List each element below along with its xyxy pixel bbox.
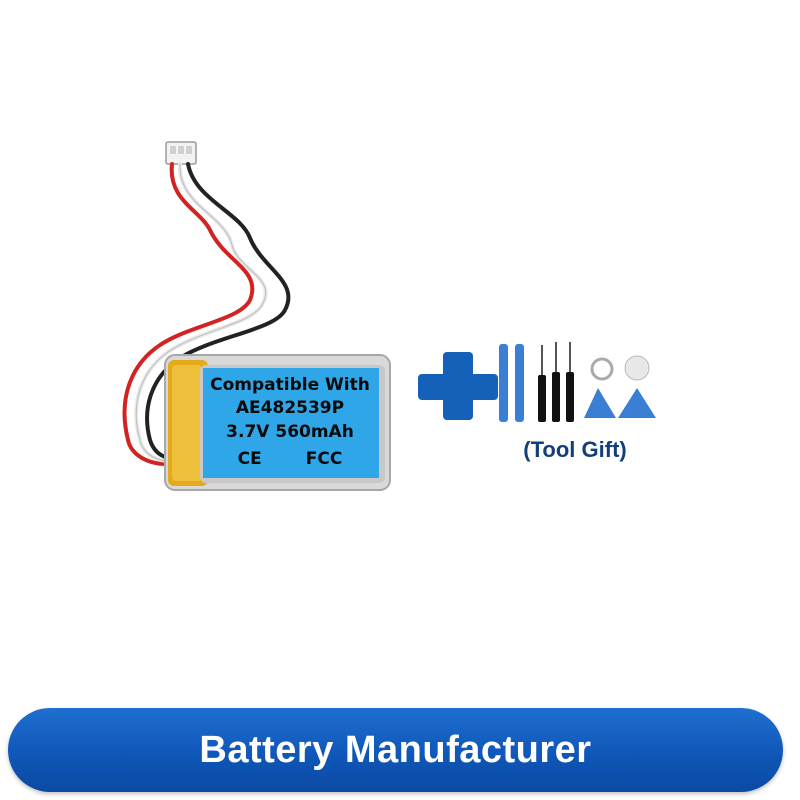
plus-icon <box>418 352 498 420</box>
banner-title: Battery Manufacturer <box>199 728 592 771</box>
connector <box>165 141 197 165</box>
battery-certifications: CE FCC <box>205 448 375 470</box>
battery-label-line2: AE482539P <box>235 398 345 418</box>
battery-label-line1: Compatible With <box>210 375 370 395</box>
battery-label-line3: 3.7V 560mAh <box>226 422 354 442</box>
wires <box>122 162 291 466</box>
repair-tools <box>499 342 656 422</box>
battery <box>164 354 391 491</box>
product-illustration <box>122 141 656 491</box>
ce-mark: CE <box>237 449 262 469</box>
fcc-mark: FCC <box>305 449 343 469</box>
manufacturer-banner: Battery Manufacturer <box>8 708 783 792</box>
tool-gift-caption: (Tool Gift) <box>523 437 627 462</box>
